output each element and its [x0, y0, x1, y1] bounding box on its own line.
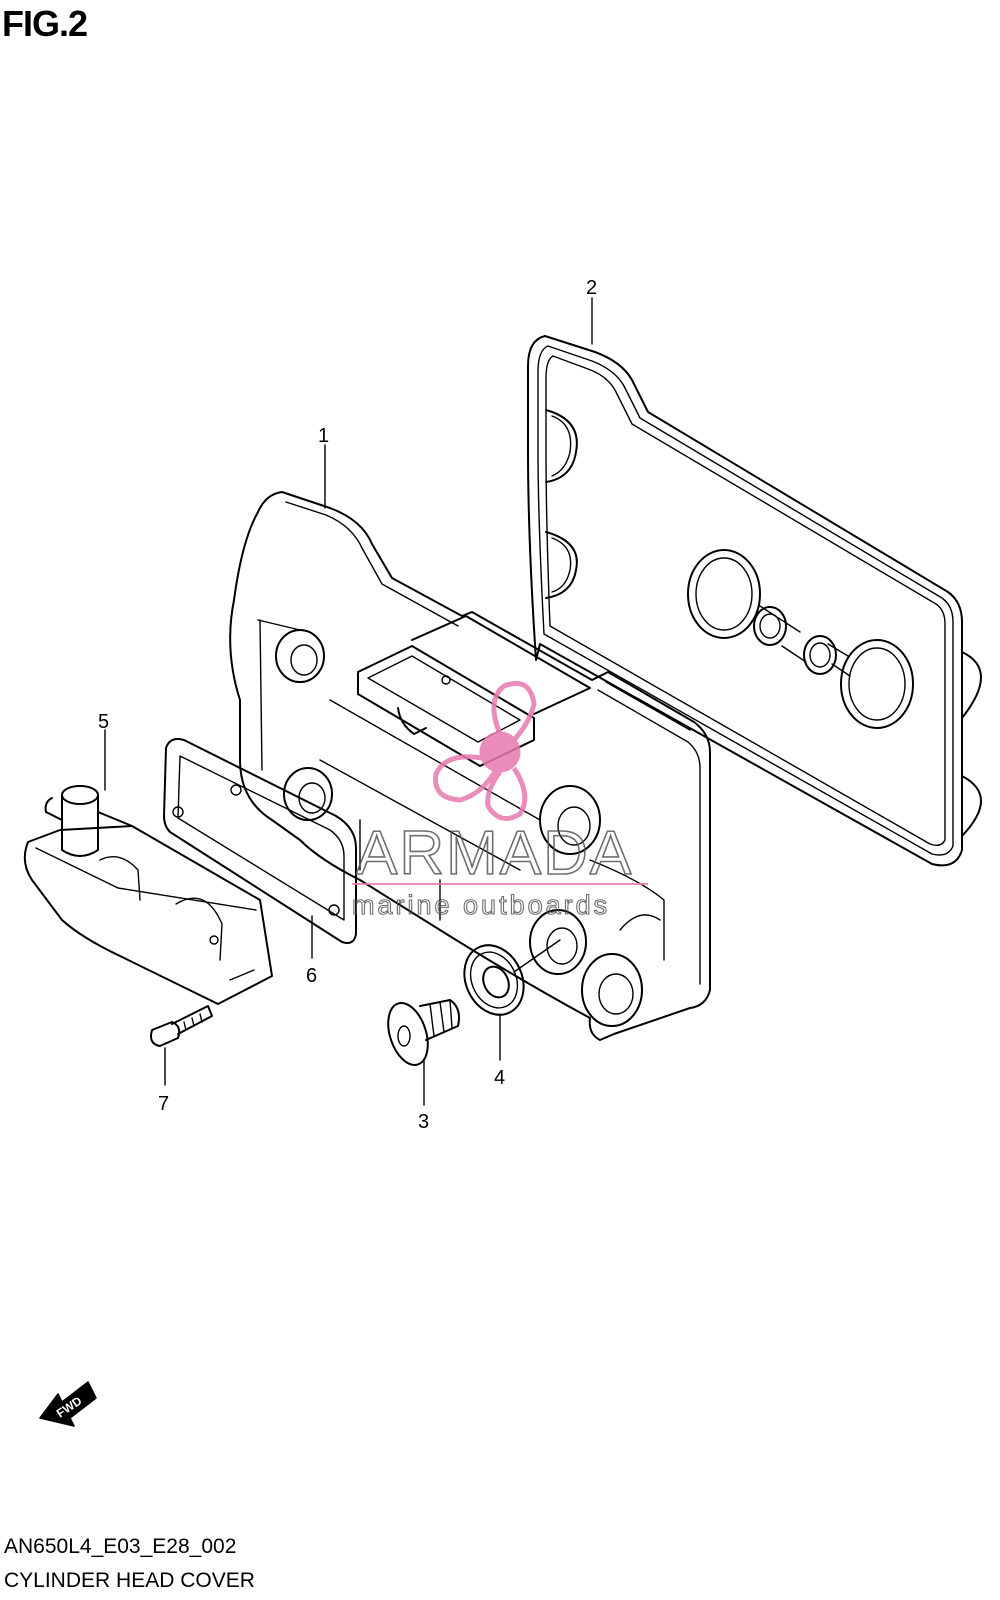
watermark-tagline: marine outboards — [352, 890, 610, 920]
breather-cover — [23, 785, 273, 1005]
callout-2: 2 — [586, 277, 597, 299]
callout-1: 1 — [318, 425, 329, 447]
cylinder-head-cover — [229, 491, 711, 1041]
callout-6: 6 — [306, 965, 317, 987]
plug — [387, 999, 460, 1066]
bolt — [150, 1005, 213, 1047]
callout-3: 3 — [418, 1111, 429, 1133]
leader-lines — [104, 297, 593, 1106]
figure-title: FIG.2 — [2, 3, 88, 44]
callout-5: 5 — [98, 711, 109, 733]
gasket-head-cover — [527, 335, 982, 867]
watermark-brand: ARMADA — [356, 819, 633, 888]
armada-watermark: ARMADA marine outboards — [351, 680, 648, 921]
breather-gasket — [163, 738, 357, 944]
fwd-arrow: FWD — [39, 1381, 97, 1427]
callout-7: 7 — [158, 1093, 169, 1115]
diagram-code: AN650L4_E03_E28_002 — [4, 1535, 237, 1558]
propeller-logo — [433, 680, 537, 821]
diagram-caption: CYLINDER HEAD COVER — [4, 1569, 255, 1592]
gasket-ring — [463, 944, 525, 1016]
callout-4: 4 — [494, 1067, 505, 1089]
